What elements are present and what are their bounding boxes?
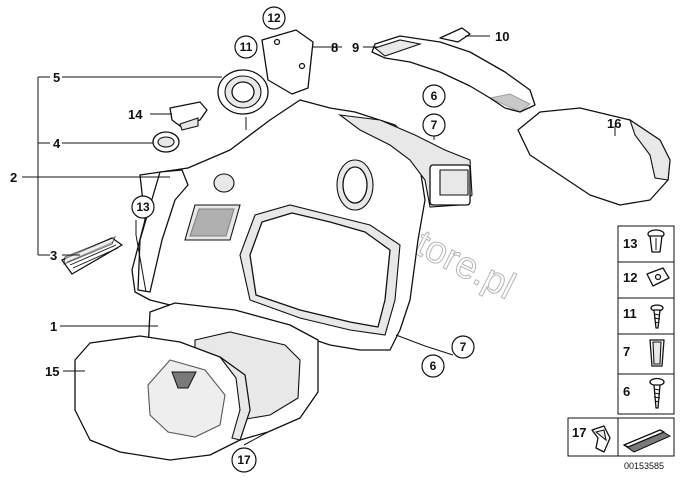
cover-plate: [261, 29, 314, 95]
side-trim-panel: [131, 99, 473, 351]
callout-7: 7: [460, 340, 467, 354]
legend-item-17: 17: [572, 425, 586, 440]
clip-icon: [591, 425, 611, 453]
callout-circle-17: [231, 447, 257, 473]
tapping-screw-icon: [649, 377, 665, 409]
speaker-ring: [217, 69, 269, 115]
callout-9: 9: [352, 40, 359, 55]
legend-item-12: 12: [623, 270, 637, 285]
callout-2: 2: [10, 170, 17, 185]
callout-11: 11: [240, 40, 253, 54]
callout-circle-7a: [422, 113, 446, 137]
screw-icon: [650, 304, 664, 329]
callout-16: 16: [607, 116, 621, 131]
cover-panel: [517, 107, 671, 206]
callout-6: 6: [431, 89, 438, 103]
callout-circle-11: [234, 35, 258, 59]
callout-6: 6: [430, 359, 437, 373]
callout-15: 15: [45, 364, 59, 379]
callout-1: 1: [50, 319, 57, 334]
front-cover: [74, 335, 251, 461]
callout-4: 4: [53, 136, 61, 151]
callout-3: 3: [50, 248, 57, 263]
callout-circle-13: [131, 195, 155, 219]
hole: [298, 62, 306, 70]
leader-lines: [22, 35, 616, 446]
callout-circle-12: [262, 6, 286, 30]
callout-8: 8: [331, 40, 338, 55]
vent-grille: [61, 235, 123, 275]
callout-circle-7b: [451, 335, 475, 359]
hole: [273, 38, 281, 46]
small-trim-piece: [439, 27, 471, 43]
push-rivet-icon: [647, 229, 665, 253]
legend-item-11: 11: [623, 306, 637, 321]
callout-10: 10: [495, 29, 509, 44]
fastener-legend: 13 12 11 7 6 17: [567, 225, 675, 457]
callout-5: 5: [53, 70, 60, 85]
legend-item-6: 6: [623, 384, 630, 399]
arrow-icon: [622, 429, 672, 453]
callout-7: 7: [431, 118, 438, 132]
expanding-nut-icon: [649, 339, 665, 367]
legend-item-7: 7: [623, 344, 630, 359]
callout-circle-6b: [421, 354, 445, 378]
clip-nut-icon: [646, 267, 670, 287]
callout-17: 17: [237, 453, 251, 467]
callout-13: 13: [136, 200, 150, 214]
document-number: 00153585: [624, 461, 664, 471]
callout-14: 14: [128, 107, 143, 122]
upper-trim-strip: [371, 35, 536, 113]
legend-item-13: 13: [623, 236, 637, 251]
callout-12: 12: [267, 11, 281, 25]
callout-circle-6a: [422, 84, 446, 108]
